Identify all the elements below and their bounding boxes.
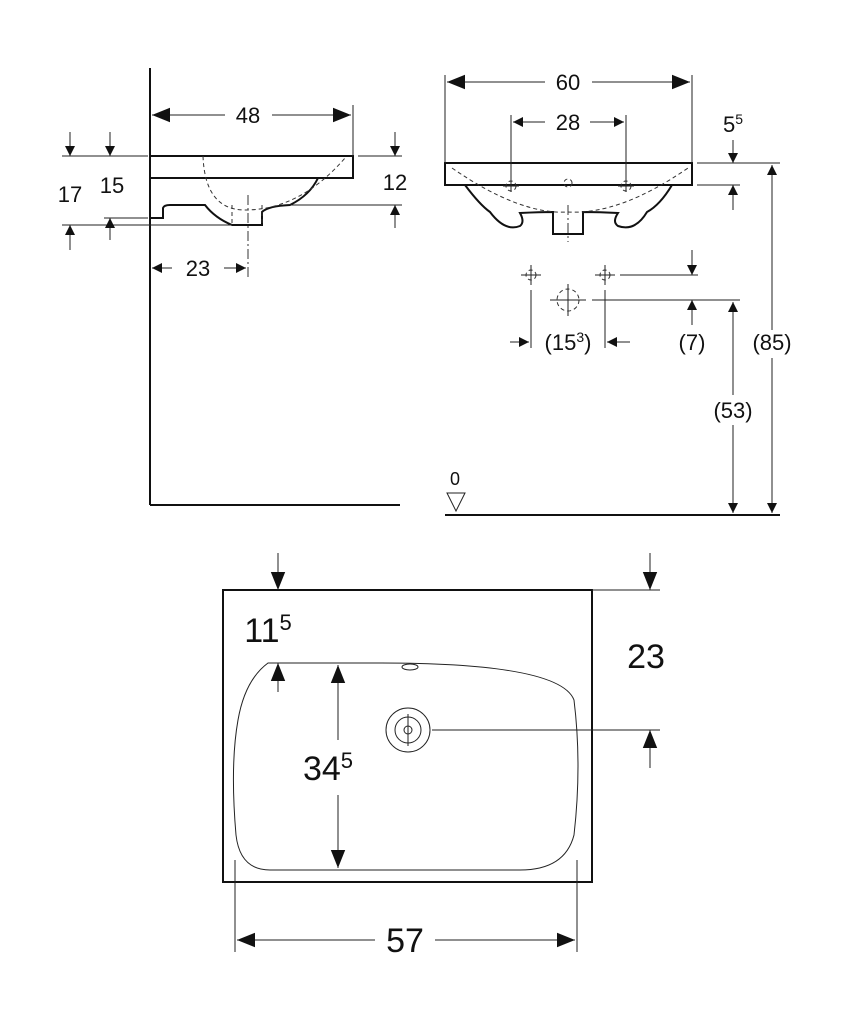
- basin-bowl-side: [150, 177, 319, 226]
- dim-front-offset-base: 11: [244, 612, 279, 650]
- overflow-hole: [563, 178, 573, 188]
- basin-rim-side: [150, 155, 354, 179]
- dim-bowl-depth-sup: 5: [341, 748, 353, 773]
- front-view: 60 28 55 (7) (153) (85) (53): [444, 70, 792, 516]
- dim-width-48: 48: [236, 103, 260, 128]
- dim-drain-height-53: (53): [713, 398, 752, 423]
- supply-right: [595, 265, 615, 285]
- dim-supply-offset-7: (7): [679, 330, 706, 355]
- dim-supply-sup: 3: [576, 329, 584, 345]
- dim-supply-open: (15: [545, 330, 577, 355]
- dim-height-15: 15: [100, 173, 124, 198]
- overflow-hole-top: [401, 663, 419, 671]
- dim-supply-close: ): [584, 330, 591, 355]
- dim-front-offset: 115: [244, 610, 292, 650]
- dim-bowl-depth-base: 34: [303, 750, 341, 788]
- dim-rim-height-85: (85): [752, 330, 791, 355]
- dim-supply-spacing: (153): [545, 329, 592, 355]
- dim-rim-thickness: 55: [723, 111, 743, 137]
- dim-drain-offset-23: 23: [186, 256, 210, 281]
- dim-front-offset-sup: 5: [280, 610, 292, 635]
- floor-level-label: 0: [450, 469, 460, 489]
- bowl-outline-top: [232, 662, 579, 871]
- dim-height-17: 17: [58, 182, 82, 207]
- waste-connection: [550, 284, 586, 316]
- supply-left: [521, 265, 541, 285]
- basin-bowl-front: [464, 184, 673, 235]
- dim-thickness-12: 12: [383, 170, 407, 195]
- basin-rim-front: [444, 162, 693, 186]
- dim-bowl-depth: 345: [303, 748, 353, 788]
- drain-top: [385, 707, 431, 753]
- basin-outline-top: [222, 589, 593, 883]
- side-view: 48 17 15 12 23: [58, 68, 407, 506]
- dim-width-60: 60: [556, 70, 580, 95]
- dim-rim-base: 5: [723, 112, 735, 137]
- dim-tap-spacing-28: 28: [556, 110, 580, 135]
- bowl-hidden-line: [202, 155, 346, 211]
- dim-rim-sup: 5: [735, 111, 743, 127]
- top-view: 115 23 345 57: [222, 553, 665, 960]
- floor-level-marker-icon: [446, 492, 466, 513]
- dim-drain-depth-23: 23: [627, 638, 665, 676]
- dim-bowl-width-57: 57: [386, 922, 424, 960]
